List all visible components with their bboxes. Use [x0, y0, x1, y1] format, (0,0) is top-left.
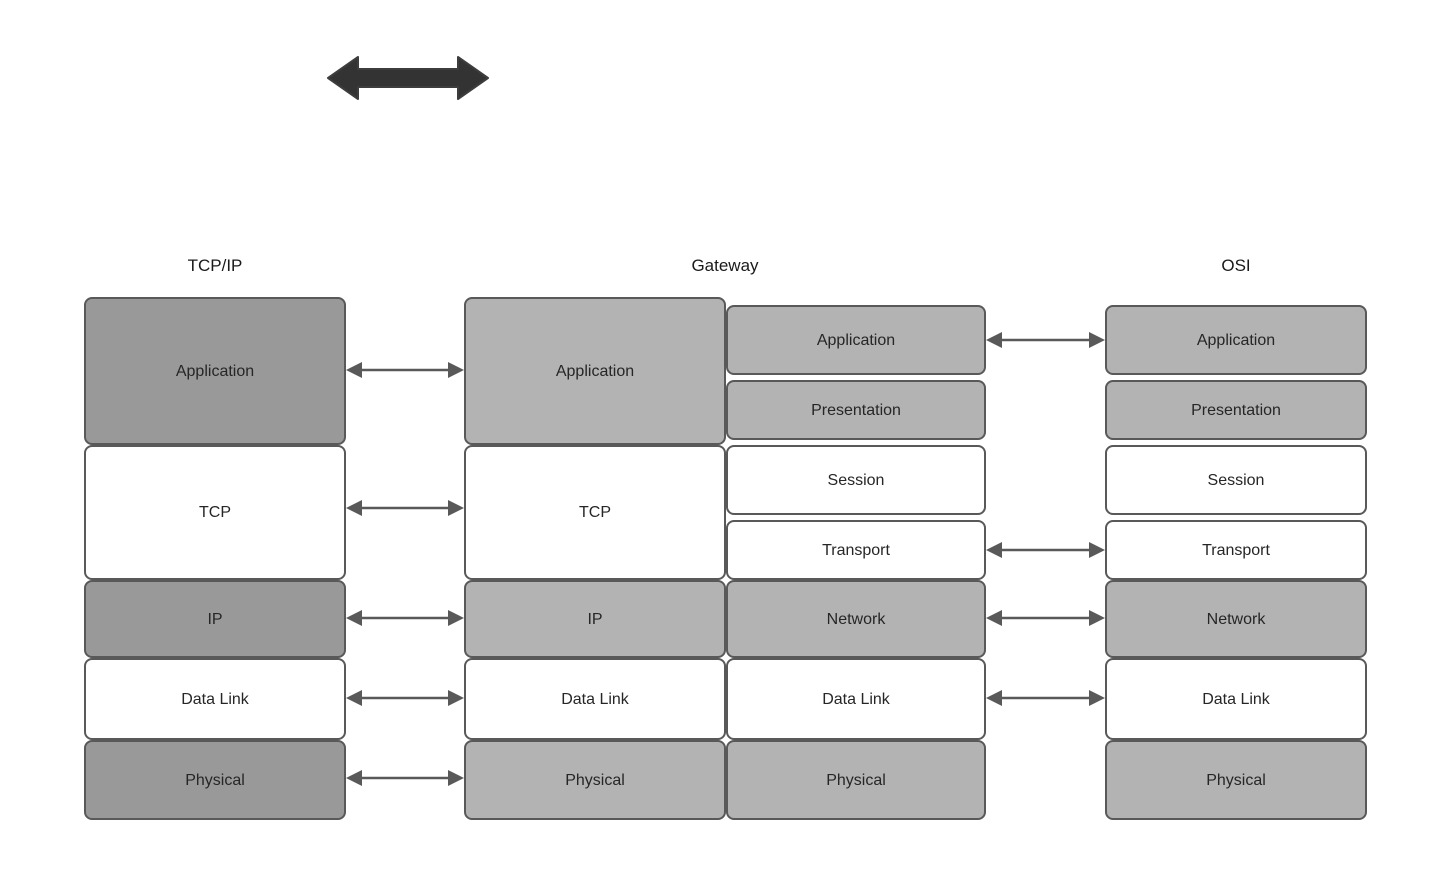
gateway-right-layer-presentation[interactable]: Presentation: [726, 380, 986, 440]
osi-layer-session[interactable]: Session: [1105, 445, 1367, 515]
osi-layer-transport[interactable]: Transport: [1105, 520, 1367, 580]
connector-arrow-gateway-osi-application: [986, 328, 1105, 352]
connector-arrow-tcpip-gateway-data-link: [346, 686, 464, 710]
connector-arrow-gateway-osi-transport: [986, 538, 1105, 562]
osi-layer-physical[interactable]: Physical: [1105, 740, 1367, 820]
gateway-right-layer-physical[interactable]: Physical: [726, 740, 986, 820]
double-headed-arrow-icon: [320, 48, 496, 108]
gateway-right-layer-transport[interactable]: Transport: [726, 520, 986, 580]
tcpip-layer-ip[interactable]: IP: [84, 580, 346, 658]
gateway-right-layer-data-link[interactable]: Data Link: [726, 658, 986, 740]
osi-layer-presentation[interactable]: Presentation: [1105, 380, 1367, 440]
tcpip-layer-data-link[interactable]: Data Link: [84, 658, 346, 740]
column-heading-osi: OSI: [1221, 256, 1251, 275]
gateway-left-layer-application[interactable]: Application: [464, 297, 726, 445]
column-heading-tcpip: TCP/IP: [187, 256, 243, 275]
osi-layer-data-link[interactable]: Data Link: [1105, 658, 1367, 740]
connector-arrow-tcpip-gateway-physical: [346, 766, 464, 790]
column-heading-gateway: Gateway: [691, 256, 759, 275]
gateway-left-layer-data-link[interactable]: Data Link: [464, 658, 726, 740]
tcpip-layer-tcp[interactable]: TCP: [84, 445, 346, 580]
osi-layer-network[interactable]: Network: [1105, 580, 1367, 658]
connector-arrow-tcpip-gateway-ip: [346, 606, 464, 630]
gateway-left-layer-ip[interactable]: IP: [464, 580, 726, 658]
gateway-left-layer-tcp[interactable]: TCP: [464, 445, 726, 580]
connector-arrow-tcpip-gateway-application: [346, 358, 464, 382]
tcpip-layer-physical[interactable]: Physical: [84, 740, 346, 820]
gateway-right-layer-application[interactable]: Application: [726, 305, 986, 375]
osi-layer-application[interactable]: Application: [1105, 305, 1367, 375]
gateway-right-layer-network[interactable]: Network: [726, 580, 986, 658]
gateway-left-layer-physical[interactable]: Physical: [464, 740, 726, 820]
connector-arrow-gateway-osi-network: [986, 606, 1105, 630]
connector-arrow-tcpip-gateway-tcp: [346, 496, 464, 520]
gateway-right-layer-session[interactable]: Session: [726, 445, 986, 515]
tcpip-layer-application[interactable]: Application: [84, 297, 346, 445]
connector-arrow-gateway-osi-data-link: [986, 686, 1105, 710]
